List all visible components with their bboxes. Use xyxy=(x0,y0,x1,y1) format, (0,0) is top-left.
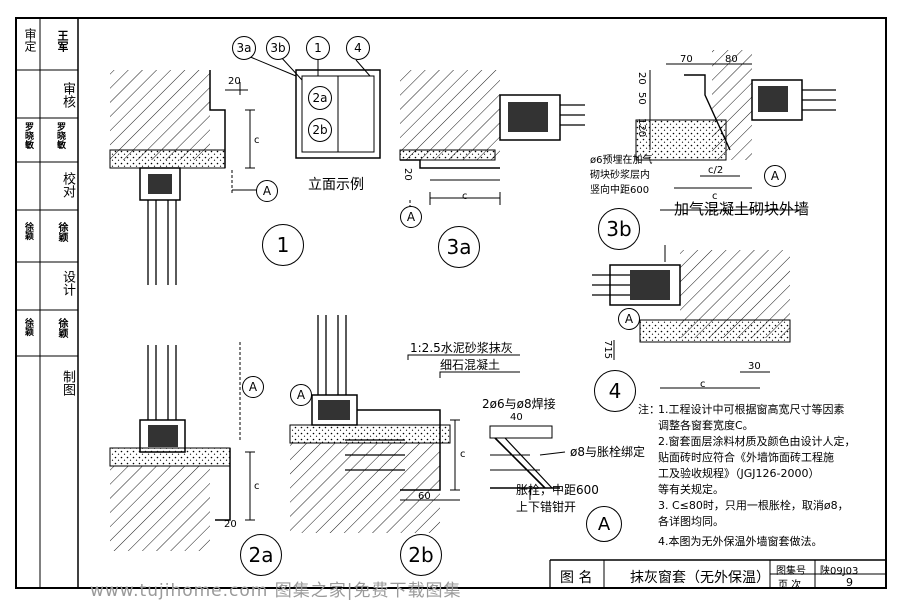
d1-label: 1 xyxy=(262,224,304,266)
d2b-leader-1: 1:2.5水泥砂浆抹灰 xyxy=(410,341,513,355)
d3b-dim-120: 120 xyxy=(636,118,647,138)
d1-dim-c: c xyxy=(254,135,260,146)
d3a-label: 3a xyxy=(438,226,480,268)
d4-label: 4 xyxy=(594,370,636,412)
detail-3a-drawing xyxy=(399,70,585,228)
da-top-label: 2ø6与ø8焊接 xyxy=(482,397,556,411)
elev-ref-2b: 2b xyxy=(308,118,332,142)
d3b-dim-80: 80 xyxy=(725,54,738,65)
d3b-dim-20: 20 xyxy=(636,72,647,85)
elev-ref-2a: 2a xyxy=(308,86,332,110)
note-line-3: 2.窗套面层涂料材质及颜色由设计人定， xyxy=(658,435,856,448)
atlas-number: 陕09J03 xyxy=(820,566,859,577)
da-note-1: ø8与胀栓绑定 xyxy=(570,445,645,459)
da-note-3: 上下错钳开 xyxy=(516,500,577,514)
d4-callout-a: A xyxy=(618,308,640,330)
elev-ref-1: 1 xyxy=(306,36,330,60)
d2b-dim-c: c xyxy=(460,449,466,460)
d2b-label: 2b xyxy=(400,534,442,576)
sig-design-1: 徐颖 xyxy=(23,318,33,336)
sig-review-2: 罗晓敏 xyxy=(55,122,65,149)
d3b-dim-50: 50 xyxy=(636,92,647,105)
d3b-title: 加气混凝土砌块外墙 xyxy=(674,200,810,218)
elevation-title: 立面示例 xyxy=(308,177,364,193)
d2a-dim-bottom: 20 xyxy=(224,519,237,530)
d3a-callout-a: A xyxy=(400,206,422,228)
note-line-9: 4.本图为无外保温外墙窗套做法。 xyxy=(658,535,823,548)
d2a-callout-a: A xyxy=(242,376,264,398)
d3b-dim-c: c xyxy=(712,191,718,202)
detail-4-drawing xyxy=(592,245,791,389)
watermark-text: www.tujihome.com 图集之家|免费下载图集 xyxy=(90,581,462,601)
d3a-dim-c: c xyxy=(462,191,468,202)
detail-2b-drawing xyxy=(289,315,520,533)
d3b-note-1: ø6预埋在加气 xyxy=(590,155,653,166)
sig-review-1: 罗晓敏 xyxy=(23,122,33,149)
page-number: 9 xyxy=(846,576,853,589)
d2a-dim-c: c xyxy=(254,481,260,492)
elev-ref-3b: 3b xyxy=(266,36,290,60)
role-review: 审核 xyxy=(60,82,75,108)
d1-dim-top: 20 xyxy=(228,76,241,87)
d3b-label: 3b xyxy=(598,208,640,250)
note-line-5: 工及验收规程》（JGJ126-2000） xyxy=(658,467,820,480)
note-line-6: 等有关规定。 xyxy=(658,483,724,496)
elev-ref-4: 4 xyxy=(346,36,370,60)
detail-a-drawing xyxy=(489,425,566,500)
title-block-lines xyxy=(549,559,886,588)
note-line-4: 贴面砖时应符合《外墙饰面砖工程施 xyxy=(658,451,834,464)
d3b-dim-70: 70 xyxy=(680,54,693,65)
d3b-callout-a: A xyxy=(764,165,786,187)
role-check: 校对 xyxy=(60,172,75,198)
da-note-2: 胀栓，中距600 xyxy=(516,483,599,497)
notes-heading: 注： xyxy=(638,403,660,416)
role-design: 设计 xyxy=(60,270,75,296)
sig-design-2: 徐颖 xyxy=(56,318,67,338)
d2a-label: 2a xyxy=(240,534,282,576)
detail-1-drawing xyxy=(109,70,258,285)
note-line-1: 1.工程设计中可根据窗高宽尺寸等因素 xyxy=(658,403,845,416)
detail-3b-drawing xyxy=(635,50,836,211)
elev-ref-3a: 3a xyxy=(232,36,256,60)
elevation-drawing xyxy=(247,55,381,159)
note-line-7: 3. C≤80时，只用一根胀栓，取消ø8， xyxy=(658,499,849,512)
d2b-leader-2: 细石混凝土 xyxy=(440,358,501,372)
d4-dim-c: c xyxy=(700,379,706,390)
sig-check-2: 徐颖 xyxy=(56,222,67,242)
d3b-dim-c2: c/2 xyxy=(708,165,724,176)
d3b-note-3: 竖向中距600 xyxy=(590,185,650,196)
title-block-label: 图 名 xyxy=(560,570,593,586)
atlas-label: 图集号 xyxy=(776,566,806,577)
drawing-title: 抹灰窗套（无外保温） xyxy=(630,570,770,586)
da-dim-40: 40 xyxy=(510,412,523,423)
sig-check-1: 徐颖 xyxy=(23,222,33,240)
d3b-note-2: 砌块砂浆层内 xyxy=(590,170,650,181)
role-draw: 制图 xyxy=(60,370,75,396)
sig-approve: 王军 xyxy=(56,30,69,52)
page-label: 页 次 xyxy=(778,580,802,591)
d2b-callout-a: A xyxy=(290,384,312,406)
d3a-dim-left: 20 xyxy=(402,168,413,181)
d4-dim-715: 715 xyxy=(602,340,613,360)
d1-callout-a: A xyxy=(256,180,278,202)
detail-2a-drawing xyxy=(109,342,255,551)
da-label: A xyxy=(586,506,622,542)
d2b-dim-60: 60 xyxy=(418,491,431,502)
note-line-2: 调整各窗套宽度C。 xyxy=(658,419,754,432)
note-line-8: 各详图均同。 xyxy=(658,515,724,528)
d4-dim-30: 30 xyxy=(748,361,761,372)
role-approve: 审定 xyxy=(23,28,37,52)
